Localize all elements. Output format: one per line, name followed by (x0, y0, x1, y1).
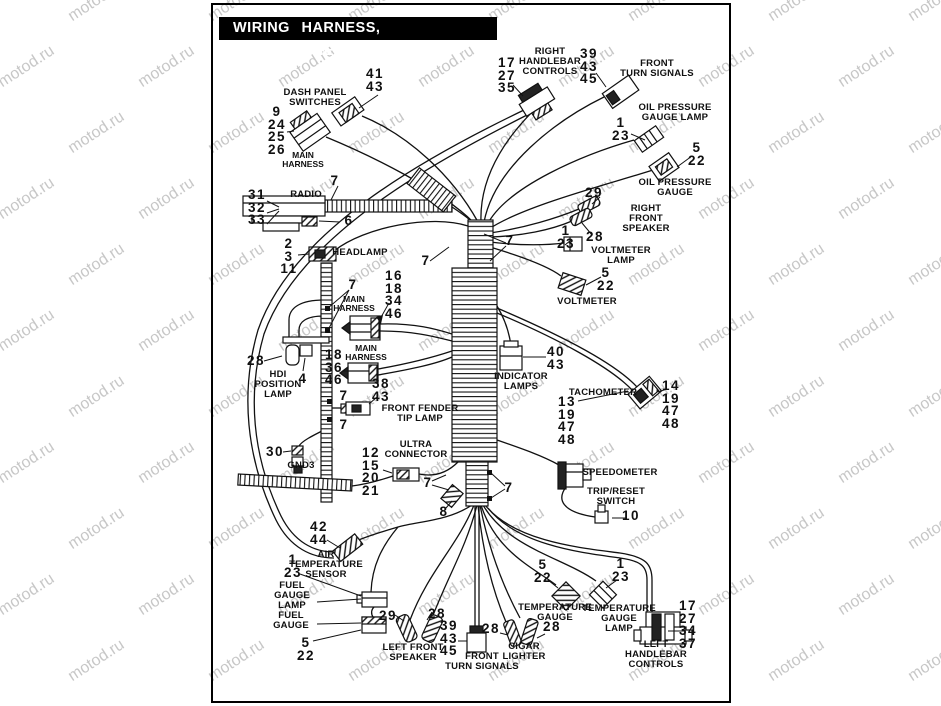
num-14-19-47-48: 14 19 47 48 (661, 378, 681, 431)
cap-right-front-speaker: RIGHT FRONT SPEAKER (622, 203, 670, 234)
num-42-44: 42 44 (309, 519, 329, 547)
num-1-23-voltmeter-lamp: 1 23 (556, 223, 576, 251)
cap-gnd3: GND3 (287, 460, 315, 471)
num-29-right: 29 (584, 185, 604, 200)
num-16-18-34-46: 16 18 34 46 (384, 268, 404, 321)
num-10: 10 (621, 508, 641, 523)
num-7-fender-2: 7 (339, 417, 349, 432)
diagram-title: WIRING HARNESS, INTERCONNECT (219, 17, 497, 59)
cap-ultra-connector: ULTRA CONNECTOR (384, 439, 448, 460)
num-17-27-34-37: 17 27 34 37 (678, 598, 698, 651)
num-31-32-33: 31 32 33 (247, 187, 267, 227)
cap-speedometer: SPEEDOMETER (582, 467, 658, 478)
num-28-cigar: 28 (481, 621, 501, 636)
cap-temperature-gauge-lamp: TEMPERATURE GAUGE LAMP (582, 603, 656, 634)
cap-radio: RADIO (290, 189, 322, 200)
num-28-temp: 28 (542, 619, 562, 634)
cap-temperature-gauge: TEMPERATURE GAUGE (518, 602, 592, 623)
num-4: 4 (298, 371, 308, 386)
num-1-23-fuel-lamp: 1 23 (283, 552, 303, 580)
cap-fuel-gauge-lamp: FUEL GAUGE LAMP (274, 580, 310, 611)
cap-oil-pressure-gauge-lamp: OIL PRESSURE GAUGE LAMP (638, 102, 712, 123)
cap-indicator-lamps: INDICATOR LAMPS (494, 371, 548, 392)
tie-point-dots (325, 306, 492, 501)
cap-trip-reset-switch: TRIP/RESET SWITCH (587, 486, 645, 507)
diagram-border (211, 3, 731, 703)
num-28-left-speaker: 28 (427, 606, 447, 621)
num-1-23-temp-lamp: 1 23 (611, 556, 631, 584)
num-6: 6 (344, 213, 354, 228)
num-17-27-35: 17 27 35 (497, 55, 517, 95)
num-39-43-45-top: 39 43 45 (579, 46, 599, 86)
num-29-left: 29 (378, 608, 398, 623)
num-7-fender-1: 7 (339, 388, 349, 403)
num-38-43: 38 43 (371, 376, 391, 404)
num-12-15-20-21: 12 15 20 21 (361, 445, 381, 498)
wires (247, 96, 654, 626)
cap-hdi-position-lamp: HDI POSITION LAMP (254, 369, 302, 400)
num-30: 30 (265, 444, 285, 459)
num-8: 8 (439, 504, 449, 519)
num-7-conduit: 7 (348, 277, 358, 292)
num-7-radio: 7 (330, 173, 340, 188)
num-7-bottom-right: 7 (504, 480, 514, 495)
num-41-43: 41 43 (365, 66, 385, 94)
cap-air-temperature-sensor: AIR TEMPERATURE SENSOR (289, 549, 363, 580)
num-13-19-47-48: 13 19 47 48 (557, 394, 577, 447)
num-7-top-right: 7 (505, 233, 515, 248)
cap-oil-pressure-gauge: OIL PRESSURE GAUGE (638, 177, 712, 198)
cap-cigar-lighter: CIGAR LIGHTER (502, 641, 546, 662)
num-7-top-left: 7 (421, 253, 431, 268)
cap-fuel-gauge: FUEL GAUGE (273, 610, 309, 631)
num-7-bottom-left: 7 (423, 475, 433, 490)
cap-front-turn-signals-bottom: FRONT TURN SIGNALS (445, 651, 519, 672)
leader-lines (263, 72, 693, 642)
cap-voltmeter: VOLTMETER (557, 296, 617, 307)
cap-front-fender-tip-lamp: FRONT FENDER TIP LAMP (381, 403, 459, 424)
cap-voltmeter-lamp: VOLTMETER LAMP (591, 245, 651, 266)
cap-front-turn-signals-top: FRONT TURN SIGNALS (620, 58, 694, 79)
cap-left-front-speaker: LEFT FRONT SPEAKER (382, 642, 444, 663)
num-39-43-45-bottom: 39 43 45 (439, 618, 459, 658)
cap-right-handlebar-controls: RIGHT HANDLEBAR CONTROLS (519, 46, 581, 77)
connectors (242, 74, 693, 653)
cap-left-handlebar-controls: LEFT HANDLEBAR CONTROLS (625, 639, 687, 670)
cap-main-harness-low: MAIN HARNESS (345, 343, 387, 362)
num-5-22-temp-gauge: 5 22 (533, 557, 553, 585)
num-5-22-voltmeter: 5 22 (596, 265, 616, 293)
num-5-22-oil-gauge: 5 22 (687, 140, 707, 168)
harness-trunks (237, 166, 498, 507)
num-5-22-fuel-gauge: 5 22 (296, 635, 316, 663)
num-18-36-46: 18 36 46 (324, 347, 344, 387)
cap-main-harness-top: MAIN HARNESS (282, 150, 324, 169)
cap-dash-panel-switches: DASH PANEL SWITCHES (283, 87, 347, 108)
num-28-right: 28 (585, 229, 605, 244)
cap-main-harness-mid: MAIN HARNESS (333, 294, 375, 313)
num-1-23-oil-lamp: 1 23 (611, 115, 631, 143)
num-40-43: 40 43 (546, 344, 566, 372)
num-28-hdi: 28 (246, 353, 266, 368)
cap-tachometer: TACHOMETER (568, 387, 638, 398)
num-9-24-25-26: 9 24 25 26 (267, 104, 287, 157)
num-2-3-11: 2 3 11 (280, 236, 298, 276)
cap-headlamp: HEADLAMP (332, 247, 388, 258)
